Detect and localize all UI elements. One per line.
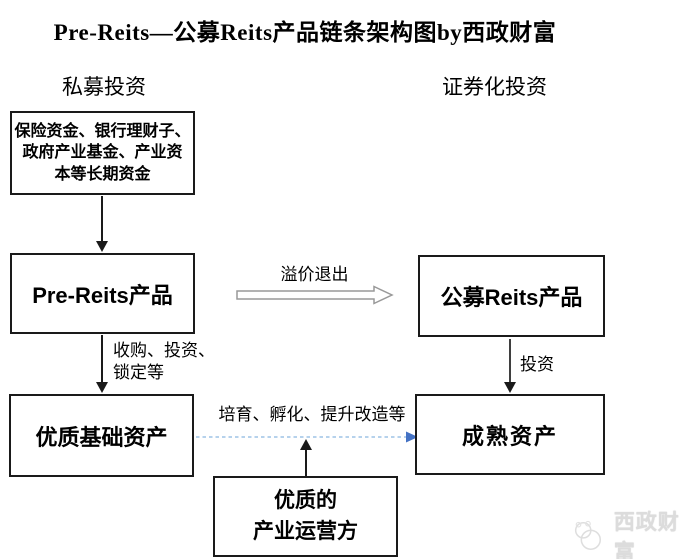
column-header-private-investment: 私募投资 [62,75,146,99]
box-longterm-funding: 保险资金、银行理财子、 政府产业基金、产业资 本等长期资金 [10,111,195,195]
box-public-reits-product: 公募Reits产品 [418,255,605,337]
arrow-public-to-mature [504,339,516,393]
column-header-securitized-investment: 证券化投资 [442,75,547,99]
label-cultivate-incubate: 培育、孵化、提升改造等 [218,405,406,424]
box-mature-assets-label: 成熟资产 [461,423,558,449]
box-longterm-funding-label: 保险资金、银行理财子、 政府产业基金、产业资 本等长期资金 [14,123,191,183]
box-industry-operator-label: 优质的 产业运营方 [253,489,358,543]
box-public-reits-product-label: 公募Reits产品 [440,285,583,310]
page-title: Pre-Reits—公募Reits产品链条架构图by西政财富 [53,20,557,45]
dashed-arrow-cultivate [196,431,418,443]
box-quality-base-assets-label: 优质基础资产 [35,424,168,450]
block-arrow-premium-exit [236,285,394,305]
label-premium-exit: 溢价退出 [280,265,349,284]
label-invest: 投资 [520,355,554,374]
arrow-prereits-to-quality [96,335,108,393]
brand-logo-icon [574,520,602,550]
arrow-funding-to-prereits [96,196,108,252]
box-industry-operator: 优质的 产业运营方 [213,476,398,557]
box-pre-reits-product-label: Pre-Reits产品 [32,282,173,308]
brand-watermark-text: 西政财富 [613,510,680,559]
brand-watermark: 西政财富 [570,506,697,559]
box-quality-base-assets: 优质基础资产 [9,394,194,477]
box-pre-reits-product: Pre-Reits产品 [10,253,195,334]
arrow-operator-up [300,439,312,476]
label-acquire-invest-lock: 收购、投资、 锁定等 [113,341,215,383]
box-mature-assets: 成熟资产 [415,394,605,475]
